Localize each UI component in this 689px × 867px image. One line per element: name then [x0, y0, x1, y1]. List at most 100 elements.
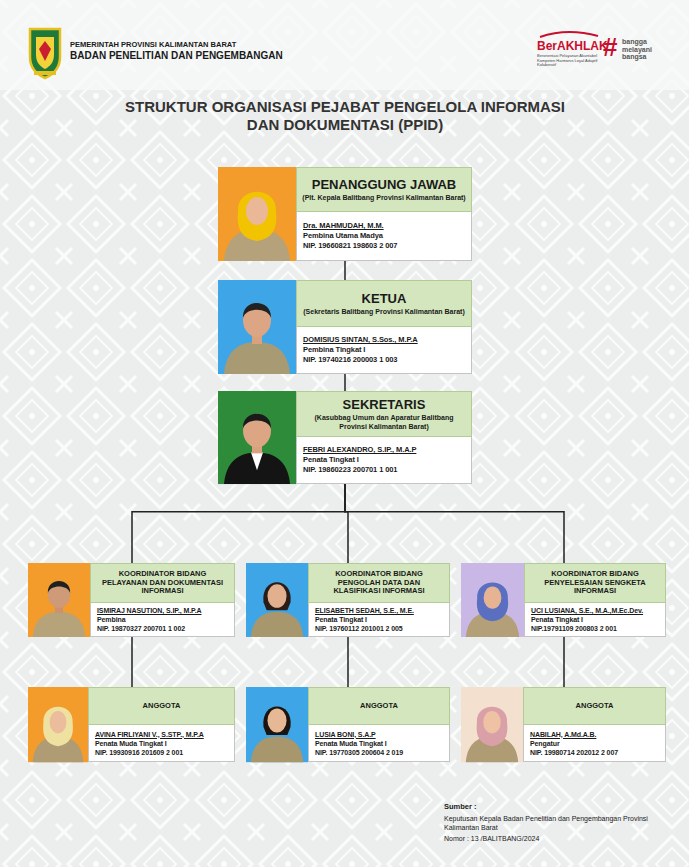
person-nip: NIP. 19770305 200604 2 019: [315, 748, 443, 757]
org-connector: [563, 637, 565, 687]
title-band: PENANGGUNG JAWAB(Plt. Kepala Balitbang P…: [296, 167, 472, 212]
person-card: PENANGGUNG JAWAB(Plt. Kepala Balitbang P…: [218, 167, 472, 261]
person-card: ANGGOTALUSIA BONI, S.A.PPenata Muda Ting…: [246, 687, 450, 762]
province-logo: [30, 29, 60, 78]
card-body: KOORDINATOR BIDANG PENGOLAH DATA DAN KLA…: [308, 563, 450, 637]
person-card: SEKRETARIS (Kasubbag Umum dan Aparatur Ba…: [218, 391, 472, 484]
person-nip: NIP. 19860223 200701 1 001: [303, 465, 465, 475]
person-name: ISMIRAJ NASUTION, S.IP., M.P.A: [97, 606, 228, 615]
info-panel: ELISABETH SEDAH, S.E., M.E.Penata Tingka…: [308, 603, 450, 637]
logo-hash: #: [603, 33, 621, 61]
person-card: ANGGOTANABILAH, A.Md.A.B.PengaturNIP. 19…: [461, 687, 666, 762]
photo-frame: [461, 687, 523, 762]
person-nip: NIP. 19930916 201609 2 001: [95, 748, 228, 757]
person-rank: Pembina Tingkat I: [303, 345, 465, 355]
photo-frame: [218, 391, 296, 484]
person-photo: [246, 563, 308, 637]
card-body: ANGGOTANABILAH, A.Md.A.B.PengaturNIP. 19…: [523, 687, 666, 762]
person-photo: [218, 167, 296, 261]
person-photo: [28, 563, 90, 637]
title-band: KOORDINATOR BIDANG PELAYANAN DAN DOKUMEN…: [90, 563, 235, 603]
berakhlak-logo: [540, 32, 598, 37]
person-card: KOORDINATOR BIDANG PENGOLAH DATA DAN KLA…: [246, 563, 450, 637]
person-rank: Penata Muda Tingkat I: [315, 739, 443, 748]
person-rank: Pembina: [97, 615, 228, 624]
title-band: SEKRETARIS (Kasubbag Umum dan Aparatur Ba…: [296, 391, 472, 437]
person-photo: [461, 563, 524, 637]
card-body: KETUA (Sekretaris Balitbang Provinsi Kali…: [296, 280, 472, 374]
person-name: Dra. MAHMUDAH, M.M.: [303, 221, 465, 231]
chart-title: STRUKTUR ORGANISASI PEJABAT PENGELOLA IN…: [115, 98, 575, 134]
source-number: Nomor : 13 /BALITBANG/2024: [444, 834, 644, 843]
header-text: BADAN PENELITIAN DAN PENGEMBANGAN: [70, 50, 300, 62]
person-name: FEBRI ALEXANDRO, S.IP., M.A.P: [303, 445, 465, 455]
info-panel: AVINA FIRLIYANI V., S.STP., M.P.APenata …: [88, 725, 235, 762]
card-body: ANGGOTALUSIA BONI, S.A.PPenata Muda Ting…: [308, 687, 450, 762]
title-band: KOORDINATOR BIDANG PENYELESAIAN SENGKETA…: [524, 563, 666, 603]
person-card: KOORDINATOR BIDANG PENYELESAIAN SENGKETA…: [461, 563, 666, 637]
title-band: ANGGOTA: [88, 687, 235, 725]
org-connector: [132, 484, 345, 563]
person-nip: NIP. 19740216 200003 1 003: [303, 355, 465, 365]
person-photo: [461, 687, 523, 762]
header-text: PEMERINTAH PROVINSI KALIMANTAN BARAT: [70, 40, 270, 49]
org-connector: [344, 374, 346, 391]
person-nip: NIP. 19980714 202012 2 007: [530, 748, 659, 757]
person-photo: [218, 280, 296, 374]
person-card: ANGGOTA AVINA FIRLIYANI V., S.STP., M.P.A…: [28, 687, 235, 762]
role-heading: PENANGGUNG JAWAB: [312, 177, 456, 192]
logo-tagline: Berorientasi Pelayanan Akuntabel Kompete…: [537, 54, 599, 68]
role-heading: KETUA: [362, 291, 407, 306]
org-connector: [344, 261, 346, 280]
person-name: UCI LUSIANA, S.E., M.A.,M.Ec.Dev.: [531, 606, 659, 615]
logo-slogan: bangga melayani bangsa: [622, 38, 656, 61]
role-heading: KOORDINATOR BIDANG PELAYANAN DAN DOKUMEN…: [96, 570, 229, 596]
source-text: Keputusan Kepala Badan Penelitian dan Pe…: [444, 814, 680, 832]
role-subtitle: (Kasubbag Umum dan Aparatur Balitbang Pr…: [302, 414, 466, 431]
person-card: KETUA (Sekretaris Balitbang Provinsi Kali…: [218, 280, 472, 374]
photo-frame: [461, 563, 524, 637]
photo-frame: [246, 563, 308, 637]
person-rank: Pembina Utama Madya: [303, 231, 465, 241]
source-heading: Sumber :: [444, 802, 564, 811]
title-band: ANGGOTA: [523, 687, 666, 725]
person-name: AVINA FIRLIYANI V., S.STP., M.P.A: [95, 730, 228, 739]
person-card: KOORDINATOR BIDANG PELAYANAN DAN DOKUMEN…: [28, 563, 235, 637]
photo-frame: [218, 167, 296, 261]
photo-frame: [246, 687, 308, 762]
role-heading: KOORDINATOR BIDANG PENGOLAH DATA DAN KLA…: [314, 570, 444, 596]
role-heading: SEKRETARIS: [343, 397, 426, 412]
info-panel: NABILAH, A.Md.A.B.PengaturNIP. 19980714 …: [523, 725, 666, 762]
person-rank: Penata Tingkat I: [315, 615, 443, 624]
photo-frame: [28, 563, 90, 637]
org-connector: [345, 484, 564, 563]
info-panel: ISMIRAJ NASUTION, S.IP., M.P.APembinaNIP…: [90, 603, 235, 637]
card-body: SEKRETARIS (Kasubbag Umum dan Aparatur Ba…: [296, 391, 472, 484]
card-body: KOORDINATOR BIDANG PENYELESAIAN SENGKETA…: [524, 563, 666, 637]
person-nip: NIP. 19760112 201001 2 005: [315, 624, 443, 633]
info-panel: LUSIA BONI, S.A.PPenata Muda Tingkat INI…: [308, 725, 450, 762]
title-band: KOORDINATOR BIDANG PENGOLAH DATA DAN KLA…: [308, 563, 450, 603]
info-panel: DOMISIUS SINTAN, S.Sos., M.P.APembina Ti…: [296, 327, 472, 374]
person-rank: Pengatur: [530, 739, 659, 748]
person-photo: [246, 687, 308, 762]
person-nip: NIP. 19660821 198603 2 007: [303, 241, 465, 251]
title-band: KETUA (Sekretaris Balitbang Provinsi Kali…: [296, 280, 472, 327]
logo-text: BerAKHLAK: [537, 39, 607, 53]
person-rank: Penata Tingkat I: [531, 615, 659, 624]
role-heading: ANGGOTA: [143, 702, 181, 711]
person-photo: [218, 391, 296, 484]
photo-frame: [28, 687, 88, 762]
person-photo: [28, 687, 88, 762]
role-heading: KOORDINATOR BIDANG PENYELESAIAN SENGKETA…: [530, 570, 660, 596]
person-rank: Penata Tingkat I: [303, 455, 465, 465]
role-subtitle: (Sekretaris Balitbang Provinsi Kalimanta…: [303, 308, 464, 317]
info-panel: FEBRI ALEXANDRO, S.IP., M.A.PPenata Ting…: [296, 437, 472, 484]
person-name: NABILAH, A.Md.A.B.: [530, 730, 659, 739]
info-panel: UCI LUSIANA, S.E., M.A.,M.Ec.Dev.Penata …: [524, 603, 666, 637]
info-panel: Dra. MAHMUDAH, M.M.Pembina Utama MadyaNI…: [296, 212, 472, 261]
header-ground: [0, 0, 689, 90]
